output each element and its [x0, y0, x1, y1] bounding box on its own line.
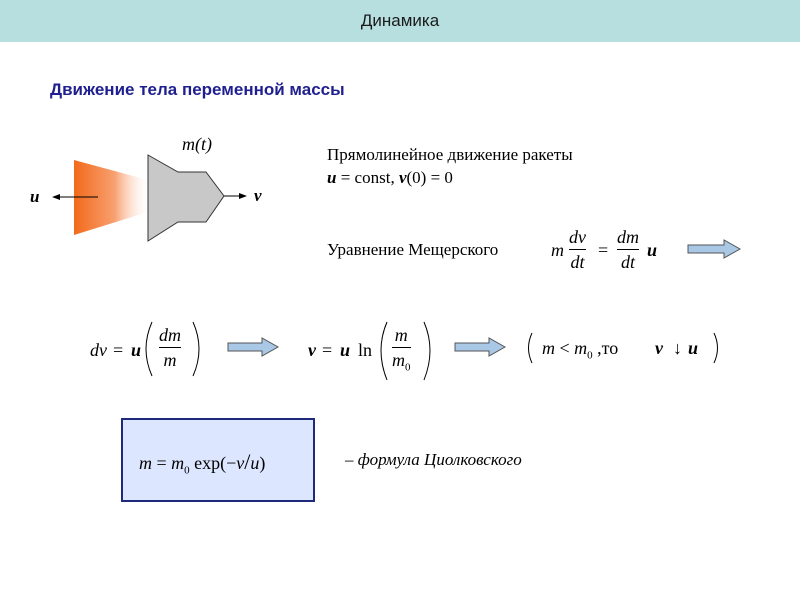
arrow-1	[227, 337, 280, 357]
eq1-num: dm	[159, 325, 181, 345]
eq2-num: m	[394, 325, 408, 345]
paren-right-1	[192, 321, 200, 377]
slide-title: Динамика	[360, 11, 440, 30]
mesh-eq: =	[598, 240, 609, 260]
mesh-num2: dm	[617, 227, 639, 247]
mesh-den2: dt	[620, 252, 635, 272]
section-subtitle: Движение тела переменной массы	[50, 80, 345, 99]
rocket-motion-title: Прямолинейное движение ракеты	[327, 145, 573, 164]
fraction-dm-dt: dm dt	[617, 228, 639, 271]
fraction-m-m0: m m0	[392, 326, 411, 374]
paren-left-2	[380, 321, 388, 381]
eq1-dv: dv	[90, 340, 107, 360]
eq1-u: u	[131, 340, 142, 360]
arrow-2	[454, 337, 507, 357]
mass-label: m(t)	[182, 134, 212, 154]
cond-v: v	[398, 168, 407, 187]
condition-mass: m < m0 ,то	[542, 338, 619, 362]
eq2-den: m0	[392, 350, 411, 374]
mesh-num1: dv	[569, 227, 586, 247]
rocket-exhaust-flame	[74, 160, 148, 235]
eq2-v: v	[308, 340, 316, 360]
tsiolkovsky-formula: m = m0 exp(−v/u)	[139, 449, 266, 477]
rocket-body	[147, 154, 225, 242]
eq1-den: m	[163, 350, 177, 370]
mesh-m: m	[551, 240, 564, 260]
meshchersky-label: Уравнение Мещерского	[327, 240, 499, 259]
fraction-dv-dt: dv dt	[569, 228, 586, 271]
eq1-eq: =	[113, 340, 124, 360]
eq2-ln: ln	[358, 340, 373, 360]
mesh-den1: dt	[570, 252, 585, 272]
velocity-arrow-head	[239, 193, 247, 199]
paren-right-2	[423, 321, 431, 381]
brace-right	[713, 332, 718, 364]
velocity-label-v: v	[254, 186, 262, 205]
tsiolkovsky-caption: – формула Циолковского	[345, 450, 522, 469]
eq2-u: u	[340, 340, 351, 360]
arrow-mesh	[687, 239, 742, 259]
fraction-dm-m: dm m	[159, 326, 181, 369]
exhaust-arrow-head	[52, 194, 60, 200]
slide-header: Динамика	[0, 0, 800, 42]
brace-left	[528, 332, 533, 364]
eq2-eq: =	[322, 340, 333, 360]
exhaust-label-u: u	[30, 187, 40, 206]
paren-left-1	[145, 321, 153, 377]
condition-velocity: v↓u	[655, 338, 699, 358]
rocket-initial-conditions: u = const, v(0) = 0	[327, 168, 453, 187]
cond-u: u	[327, 168, 337, 187]
tsiolkovsky-formula-box	[121, 418, 315, 502]
mesh-u: u	[647, 240, 658, 260]
